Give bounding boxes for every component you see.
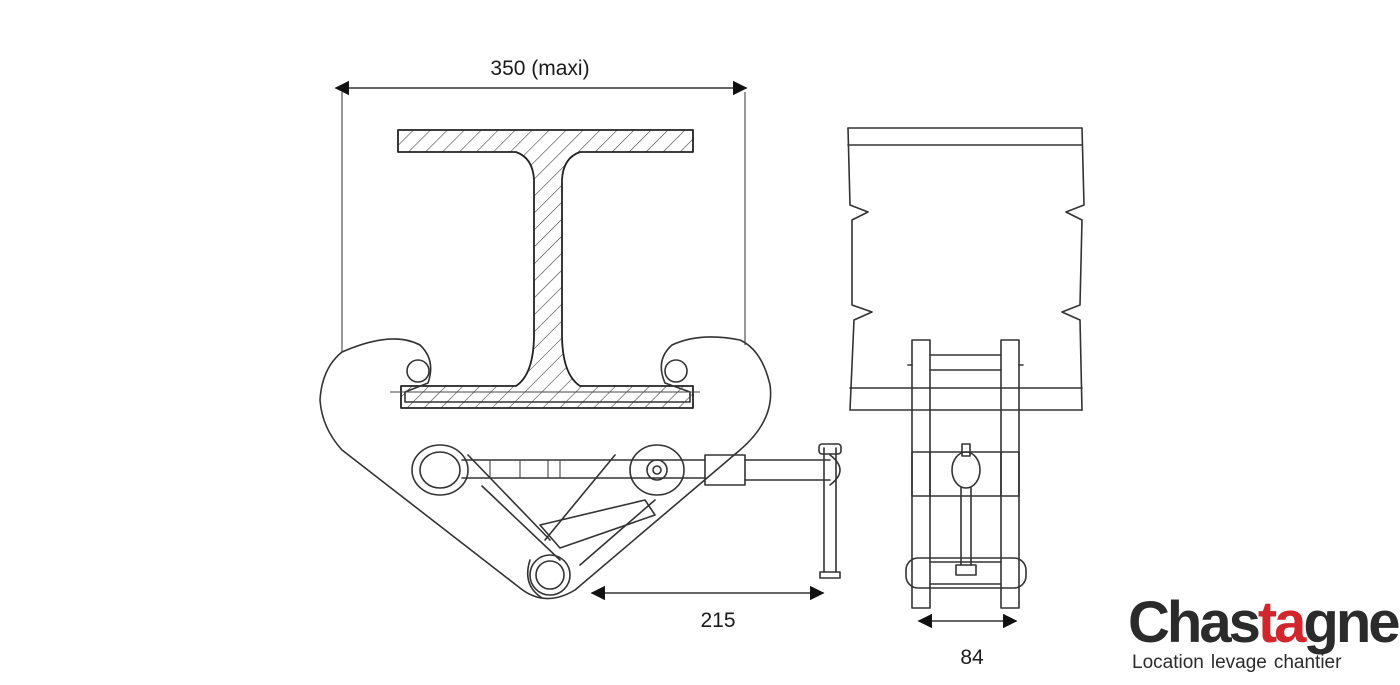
- dimension-lever: 215: [590, 585, 825, 632]
- logo-word-part3: gner: [1303, 590, 1400, 655]
- logo-word-part1: Chas: [1128, 590, 1261, 655]
- clamp-side-view: [905, 339, 1027, 609]
- logo-wordmark: Chastagner: [1128, 592, 1400, 654]
- logo-tagline-2: levage: [1210, 652, 1267, 673]
- clamp-front-view: [319, 336, 842, 600]
- dimension-width-max: 350 (maxi): [334, 57, 748, 352]
- logo-tagline-3: chantier: [1273, 652, 1342, 673]
- logo-tagline-1: Location: [1132, 652, 1204, 673]
- dimension-width-max-label: 350 (maxi): [490, 57, 589, 80]
- logo-word-part2: ta: [1257, 590, 1307, 655]
- logo-tagline: Location levage chantier: [1132, 652, 1348, 674]
- beam-side-view: [847, 127, 1085, 411]
- i-beam-section: [397, 129, 694, 409]
- dimension-clamp-width-label: 84: [960, 646, 984, 669]
- dimension-lever-label: 215: [700, 609, 735, 632]
- chastagner-logo: Chastagner Location levage chantier: [1128, 592, 1400, 680]
- dimension-clamp-width: 84: [917, 613, 1018, 669]
